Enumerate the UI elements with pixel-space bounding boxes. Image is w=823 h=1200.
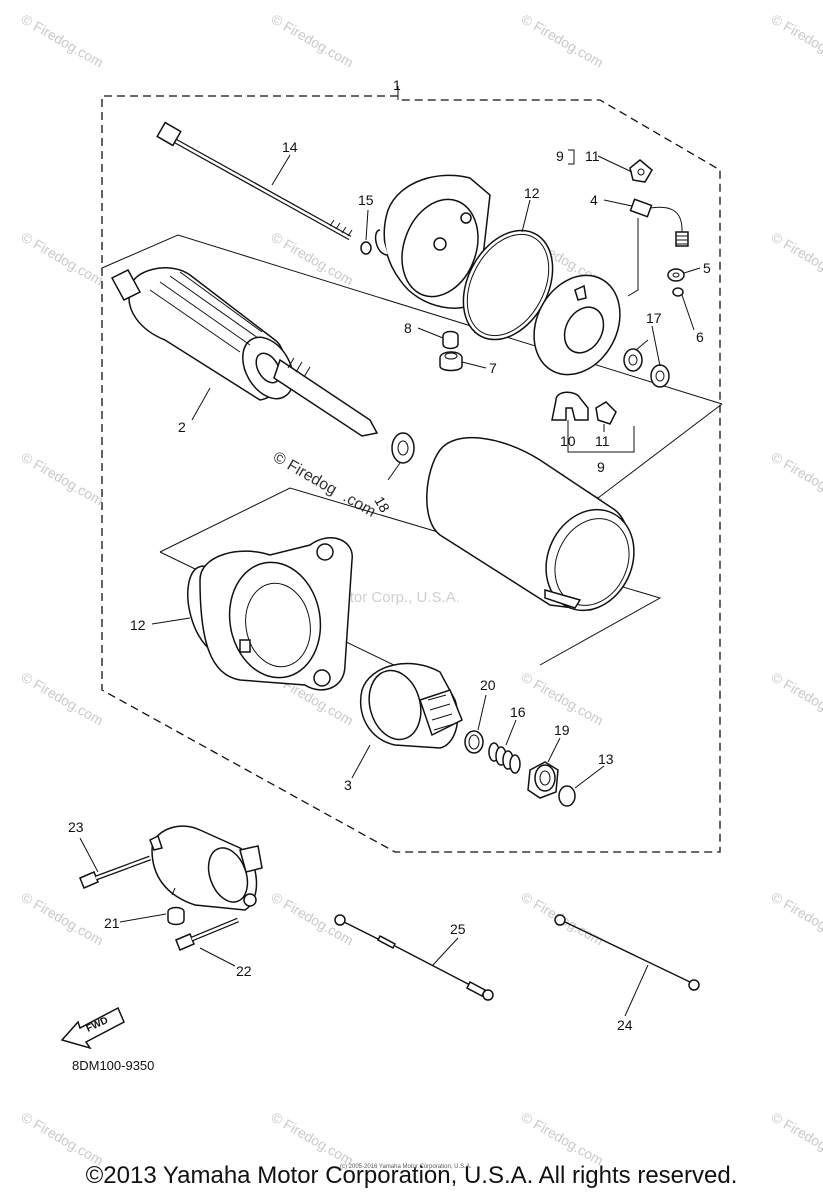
nut-7	[439, 351, 463, 372]
label-part-2: 2	[178, 419, 186, 435]
part-labels: 1 2 3 4 5 6 7 8 9 9 10 11 11 12 12 13 14…	[68, 77, 711, 1033]
washer-17b	[650, 364, 670, 388]
watermark-text: © Firedog.com	[269, 229, 357, 289]
front-cover	[199, 537, 353, 691]
copyright-footer: ©2013 Yamaha Motor Corporation, U.S.A. A…	[85, 1162, 738, 1189]
label-part-15: 15	[358, 192, 374, 208]
label-part-23: 23	[68, 819, 84, 835]
watermark-text: © Firedog.com	[269, 1109, 357, 1169]
label-part-9-bottom: 9	[597, 459, 605, 475]
label-part-12-bottom: 12	[130, 617, 146, 633]
assembly-boundary	[101, 95, 721, 853]
washer-6	[672, 287, 684, 297]
fwd-arrow: FWD	[60, 1006, 125, 1050]
label-part-1: 1	[393, 77, 401, 93]
watermark-text: © Firedog.com	[519, 11, 607, 71]
watermark-text: © Firedog.com	[19, 1109, 107, 1169]
label-part-24: 24	[617, 1017, 633, 1033]
pinion-clutch	[359, 662, 463, 749]
watermark-text: © Firedog.com	[769, 1109, 823, 1169]
label-part-11-top: 11	[585, 148, 600, 164]
o-ring-small	[360, 241, 372, 255]
label-part-20: 20	[480, 677, 496, 693]
label-part-18: 18	[371, 494, 393, 516]
leader-lines	[79, 154, 701, 1017]
watermark-text: © Firedog.com	[19, 229, 107, 289]
label-part-9-top: 9	[556, 148, 564, 164]
label-part-22: 22	[236, 963, 252, 979]
label-part-25: 25	[450, 921, 466, 937]
label-part-21: 21	[104, 915, 120, 931]
label-part-17: 17	[646, 310, 662, 326]
rear-cover	[374, 174, 491, 309]
watermark-inline-a: © Firedog	[270, 449, 340, 499]
washer-5	[667, 268, 685, 282]
brush-holder-10	[551, 391, 589, 421]
label-part-10: 10	[560, 433, 576, 449]
label-part-14: 14	[282, 139, 298, 155]
washer-17a	[623, 348, 643, 372]
label-part-16: 16	[510, 704, 526, 720]
circlip-13	[558, 785, 576, 807]
watermark-text: © Firedog.com	[769, 449, 823, 509]
armature	[110, 267, 379, 437]
o-ring-upper-inner	[466, 233, 550, 337]
watermark-text: © Firedog.com	[769, 11, 823, 71]
nut-8	[442, 330, 459, 350]
watermark-text: © Firedog.com	[19, 449, 107, 509]
brush-4	[629, 198, 653, 218]
watermark-text: © Firedog.com	[269, 11, 357, 71]
label-part-4: 4	[590, 192, 598, 208]
diagram-code: 8DM100-9350	[72, 1058, 154, 1073]
nut-11-upper	[629, 159, 653, 183]
bolt-23	[79, 855, 151, 889]
label-part-8: 8	[404, 320, 412, 336]
ground-cable-24	[554, 914, 700, 991]
watermark-text: © Firedog.com	[19, 11, 107, 71]
bracket-9	[568, 149, 575, 165]
starter-motor-assembled	[149, 825, 263, 911]
brush-plate	[533, 274, 621, 376]
watermark-text: © Firedog.com	[19, 889, 107, 949]
label-part-7: 7	[489, 360, 497, 376]
collar-19	[527, 761, 559, 799]
label-part-19: 19	[554, 722, 570, 738]
label-part-11-bottom: 11	[595, 433, 610, 449]
label-part-6: 6	[696, 329, 704, 345]
washer-18	[391, 432, 415, 464]
watermark-text: © Firedog.com	[19, 669, 107, 729]
label-part-3: 3	[344, 777, 352, 793]
watermark-text: © Firedog.com	[769, 889, 823, 949]
small-copyright: (c) 2005-2016 Yamaha Motor Corporation, …	[340, 1164, 472, 1170]
label-part-13: 13	[598, 751, 614, 767]
brush-lead	[649, 206, 683, 235]
watermark-text: © Firedog.com	[519, 1109, 607, 1169]
spring-16	[488, 742, 521, 774]
watermark-text: © Firedog.com	[769, 229, 823, 289]
watermark-text: © Firedog.com	[769, 669, 823, 729]
yoke	[426, 437, 635, 612]
nut-21	[167, 906, 185, 926]
watermark-text: © Firedog.com	[519, 669, 607, 729]
label-part-12-top: 12	[524, 185, 540, 201]
through-bolt	[156, 121, 353, 241]
nut-11-lower	[595, 401, 617, 425]
bolt-22	[175, 917, 239, 951]
ring-20	[464, 730, 484, 754]
starter-cable-25	[334, 914, 494, 1001]
label-part-5: 5	[703, 260, 711, 276]
